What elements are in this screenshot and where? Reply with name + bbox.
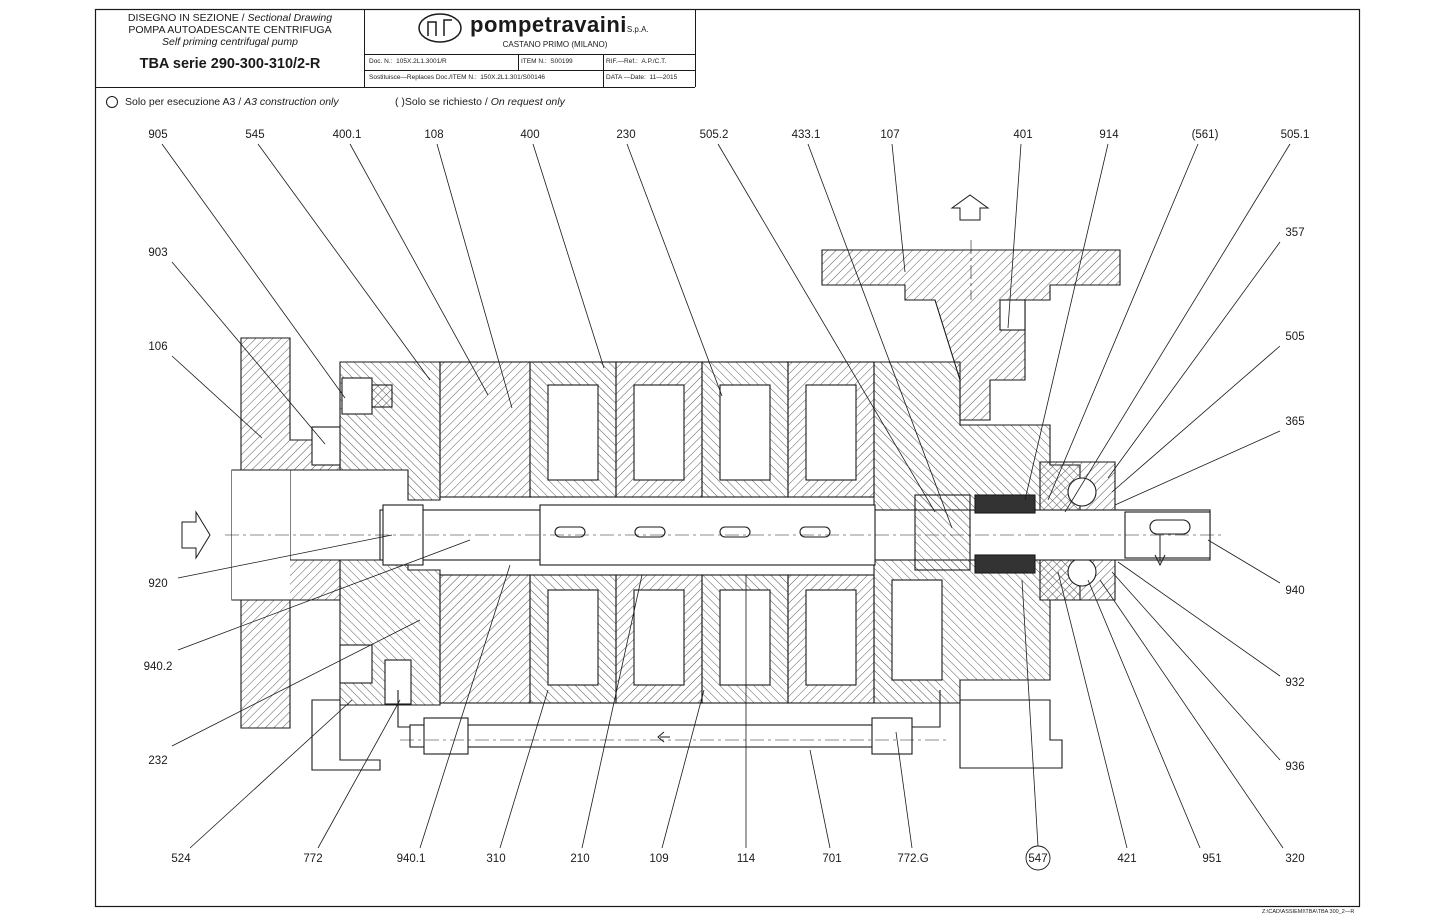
item-number: ITEM N.: S00199 bbox=[521, 58, 573, 65]
stage-casings bbox=[439, 361, 875, 704]
part-label: 936 bbox=[1285, 761, 1304, 773]
legend-a3: Solo per esecuzione A3 / A3 construction… bbox=[125, 96, 339, 108]
part-label: 400 bbox=[520, 129, 539, 141]
part-labels: 905 545 400.1 108 400 230 505.2 433.1 107 401 914 (… bbox=[144, 129, 1310, 865]
legend-circle-icon bbox=[106, 96, 118, 108]
flow-arrows bbox=[181, 194, 1166, 743]
part-label: (561) bbox=[1192, 129, 1219, 141]
title-line2: POMPA AUTOADESCANTE CENTRIFUGA bbox=[128, 24, 332, 36]
label-547-circle-icon bbox=[1025, 845, 1051, 871]
part-label: 951 bbox=[1202, 853, 1221, 865]
footer-file-path: Z:\CAD\ASSIEMI\TBA\TBA 300_2—R bbox=[1262, 909, 1355, 915]
legend-on-request: ( )Solo se richiesto / On request only bbox=[395, 96, 565, 108]
replaces: Sostituisce—Replaces Doc./ITEM N.: 150X.… bbox=[369, 74, 545, 81]
part-label: 230 bbox=[616, 129, 635, 141]
doc-number: Doc. N.: 105X.2L1.3001/R bbox=[369, 58, 447, 65]
part-label: 108 bbox=[424, 129, 443, 141]
part-label: 232 bbox=[148, 755, 167, 767]
part-label: 940.2 bbox=[144, 661, 173, 673]
part-label: 905 bbox=[148, 129, 167, 141]
title-block-left: DISEGNO IN SEZIONE / Sectional Drawing P… bbox=[96, 12, 364, 72]
company-name: pompetravainiS.p.A. bbox=[470, 12, 649, 37]
part-label: 524 bbox=[171, 853, 191, 865]
title-line3: Self priming centrifugal pump bbox=[162, 36, 298, 48]
part-label: 106 bbox=[148, 341, 167, 353]
company-logo bbox=[418, 13, 462, 43]
part-label: 940.1 bbox=[397, 853, 426, 865]
model-title: TBA serie 290-300-310/2-R bbox=[139, 56, 321, 72]
base-foot-right bbox=[959, 699, 1063, 769]
part-label: 114 bbox=[737, 853, 756, 865]
part-label: 109 bbox=[649, 853, 668, 865]
centre-lines bbox=[225, 240, 1225, 741]
part-label: 701 bbox=[822, 853, 841, 865]
part-label: 772.G bbox=[897, 853, 928, 865]
part-label: 433.1 bbox=[792, 129, 821, 141]
part-label: 505.1 bbox=[1281, 129, 1310, 141]
part-label: 545 bbox=[245, 129, 264, 141]
part-label: 914 bbox=[1099, 129, 1119, 141]
base-foot-left bbox=[311, 699, 381, 771]
part-label: 320 bbox=[1285, 853, 1304, 865]
part-label: 920 bbox=[148, 578, 167, 590]
part-label: 210 bbox=[570, 853, 589, 865]
part-label: 940 bbox=[1285, 585, 1304, 597]
recirculation-pipe bbox=[397, 690, 941, 755]
outlet-arrow-icon bbox=[950, 194, 990, 221]
part-label: 400.1 bbox=[333, 129, 362, 141]
rotation-arrow-icon bbox=[1154, 535, 1166, 567]
company-location: CASTANO PRIMO (MILANO) bbox=[502, 40, 608, 49]
part-label: 772 bbox=[303, 853, 322, 865]
part-label: 421 bbox=[1117, 853, 1136, 865]
mechanical-seal bbox=[914, 494, 971, 571]
part-label: 932 bbox=[1285, 677, 1304, 689]
part-label: 365 bbox=[1285, 416, 1304, 428]
part-label: 505.2 bbox=[700, 129, 729, 141]
part-label: 903 bbox=[148, 247, 167, 259]
part-label: 547 bbox=[1028, 853, 1047, 865]
inlet-arrow-icon bbox=[181, 510, 211, 560]
pump-section bbox=[231, 249, 1211, 771]
title-line1: DISEGNO IN SEZIONE / Sectional Drawing bbox=[127, 12, 333, 24]
leader-lines bbox=[161, 143, 1291, 849]
return-flow-arrow-icon bbox=[657, 731, 670, 743]
part-label: 107 bbox=[880, 129, 899, 141]
discharge-flange bbox=[821, 249, 1121, 421]
part-label: 310 bbox=[486, 853, 505, 865]
part-label: 401 bbox=[1013, 129, 1032, 141]
date: DATA —Date: 11—2015 bbox=[606, 74, 678, 81]
part-label: 505 bbox=[1285, 331, 1304, 343]
reference: RIF.—Ref.: A.P./C.T. bbox=[606, 58, 667, 65]
part-label: 357 bbox=[1285, 227, 1304, 239]
drawing-frame bbox=[94, 8, 1361, 908]
